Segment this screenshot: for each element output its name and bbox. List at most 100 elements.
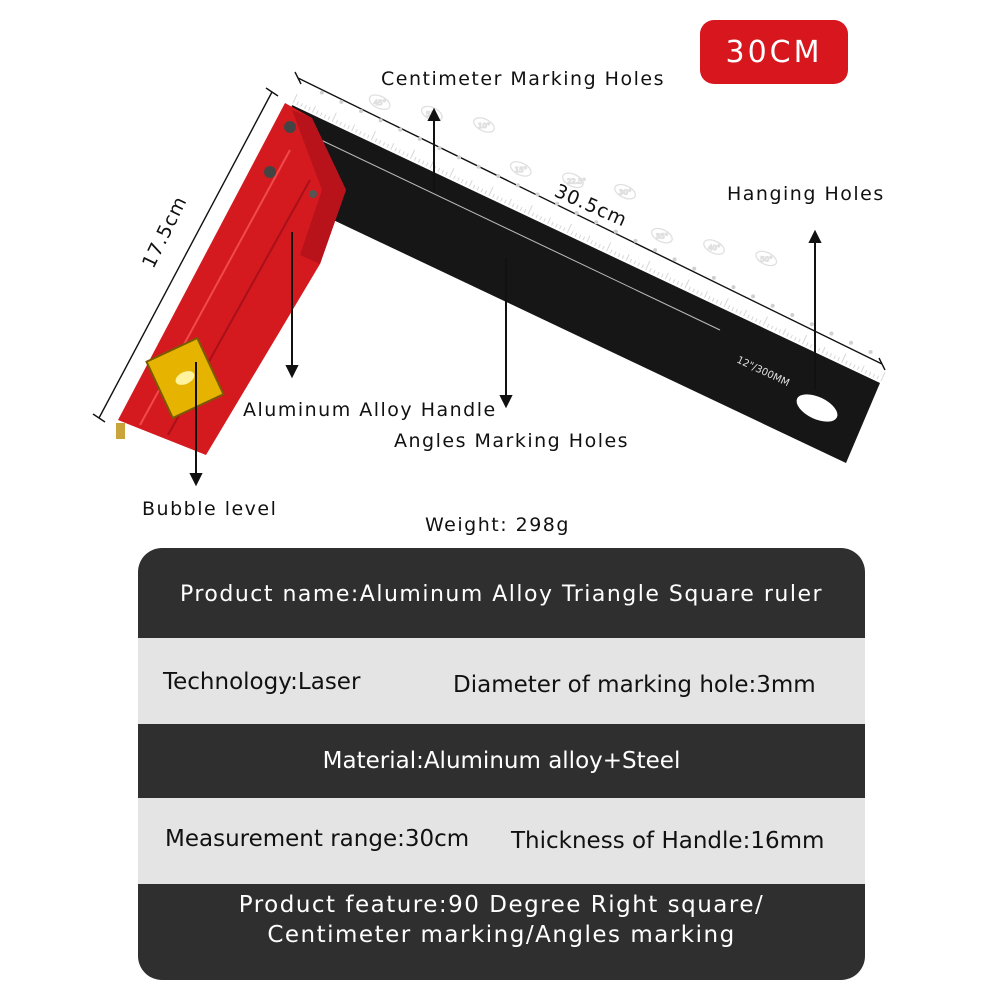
scale-tick (864, 369, 868, 374)
scale-tick (602, 245, 605, 250)
spec-row-product-name: Product name:Aluminum Alloy Triangle Squ… (138, 548, 865, 638)
scale-tick (798, 338, 801, 343)
scale-tick (629, 258, 633, 263)
centimeter-hole (692, 266, 697, 271)
scale-tick (449, 168, 455, 178)
blade-scale-ticks (292, 93, 886, 382)
scale-tick (315, 110, 319, 115)
angle-mark-label: 5° (426, 111, 434, 119)
scale-tick (735, 308, 738, 313)
scale-tick (809, 344, 813, 349)
hole-diameter: Diameter of marking hole:3mm (453, 672, 816, 698)
scale-tick (637, 262, 640, 267)
scale-tick (770, 325, 774, 330)
scale-tick (786, 332, 789, 337)
scale-tick (472, 184, 476, 189)
scale-tick (727, 305, 731, 310)
spec-row-range: Measurement range:30cm Thickness of Hand… (138, 798, 865, 884)
centimeter-hole (535, 192, 540, 197)
scale-tick (323, 114, 327, 119)
scale-tick (464, 180, 468, 185)
hanging-holes-label: Hanging Holes (727, 183, 885, 205)
scale-tick (425, 162, 429, 167)
scale-tick (417, 158, 421, 163)
callout-arrows (189, 107, 822, 487)
angle-oval (614, 183, 637, 200)
spec-row-feature: Product feature:90 Degree Right square/ … (138, 884, 865, 980)
centimeter-hole (751, 294, 756, 299)
scale-tick (664, 272, 669, 280)
scale-tick (390, 142, 395, 150)
scale-tick (492, 193, 495, 198)
angle-mark-label: 45° (374, 99, 386, 107)
hanging-hole (796, 394, 838, 422)
scale-tick (398, 149, 401, 154)
scale-tick (429, 161, 434, 169)
scale-tick (743, 309, 748, 317)
feature-line-2: Centimeter marking/Angles marking (267, 922, 736, 948)
scale-tick (829, 353, 833, 358)
scale-tick (794, 336, 797, 341)
scale-tick (527, 205, 533, 215)
scale-tick (339, 121, 343, 126)
scale-tick (649, 268, 652, 273)
scale-tick (331, 112, 337, 122)
scale-tick (578, 234, 582, 239)
bubble-level-label: Bubble level (142, 498, 278, 520)
angle-mark-label: 22.5° (567, 177, 586, 185)
scale-tick (849, 362, 852, 367)
angle-mark-label: 10° (478, 122, 490, 130)
scale-tick (304, 104, 307, 109)
feature-line-1: Product feature:90 Degree Right square/ (238, 892, 765, 918)
centimeter-hole (417, 136, 422, 141)
scale-tick (566, 223, 572, 234)
angle-oval (368, 94, 391, 111)
scale-tick (558, 225, 562, 230)
scale-tick (484, 190, 488, 195)
scale-tick (508, 198, 512, 206)
scale-tick (868, 371, 872, 376)
scale-tick (488, 186, 494, 197)
scale-tick (845, 360, 848, 365)
centimeter-hole (849, 340, 854, 345)
scale-tick (406, 153, 409, 158)
centimeter-hole (711, 275, 716, 280)
scale-tick (782, 328, 787, 336)
scale-tick (613, 251, 617, 256)
angles-holes-label: Angles Marking Holes (394, 430, 630, 452)
centimeter-hole (398, 127, 403, 132)
centimeter-hole (829, 331, 834, 336)
scale-tick (621, 255, 625, 260)
scale-tick (774, 327, 778, 332)
scale-tick (766, 323, 770, 328)
scale-tick (343, 123, 346, 128)
scale-tick (547, 217, 552, 224)
scale-tick (531, 212, 535, 217)
scale-tick (582, 236, 586, 241)
centimeter-hole (868, 350, 873, 355)
angle-oval (509, 161, 532, 177)
scale-tick (394, 147, 397, 152)
scale-tick (609, 249, 613, 254)
scale-tick (362, 132, 366, 137)
scale-tick (739, 310, 742, 315)
angle-mark-label: 35° (656, 233, 668, 241)
angle-mark-label: 30° (619, 189, 631, 197)
scale-tick (441, 169, 444, 174)
scale-tick (833, 355, 836, 360)
scale-tick (668, 277, 672, 282)
scale-tick (598, 243, 601, 248)
scale-tick (402, 151, 405, 156)
scale-tick (421, 160, 425, 165)
scale-tick (731, 306, 735, 311)
scale-tick (676, 280, 680, 286)
scale-tick (680, 282, 684, 287)
scale-tick (754, 318, 758, 323)
scale-tick (519, 206, 523, 211)
scale-tick (653, 269, 656, 274)
scale-tick (335, 119, 339, 124)
scale-tick (437, 167, 441, 172)
scale-tick (370, 131, 376, 141)
scale-tick (790, 334, 793, 339)
centimeter-hole (437, 146, 442, 151)
